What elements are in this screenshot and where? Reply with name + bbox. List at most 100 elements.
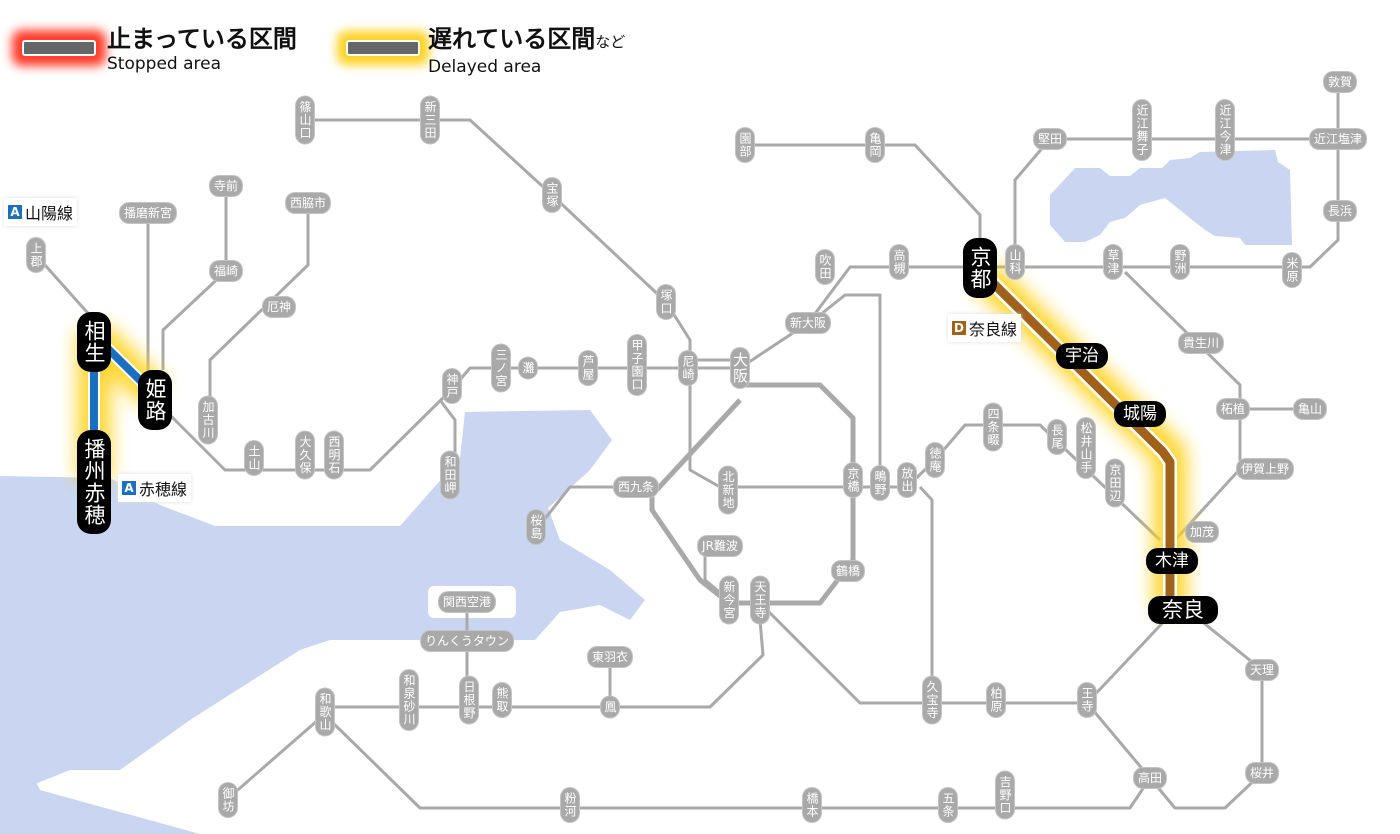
station-normal[interactable]: 近江今津 <box>1216 100 1234 160</box>
station-affected[interactable]: 木津 <box>1146 548 1198 574</box>
station-normal[interactable]: 新大阪 <box>785 313 831 333</box>
station-normal[interactable]: 御坊 <box>219 783 237 817</box>
station-normal[interactable]: 橋本 <box>803 788 821 822</box>
line-name: 赤穂線 <box>139 480 188 499</box>
station-normal[interactable]: 久宝寺 <box>923 676 941 724</box>
lake-biwa <box>1050 150 1292 245</box>
station-normal[interactable]: 四条畷 <box>984 403 1002 451</box>
station-normal[interactable]: 粉河 <box>561 788 579 822</box>
station-normal[interactable]: 近江塩津 <box>1309 129 1367 149</box>
line-name: 奈良線 <box>969 320 1018 339</box>
station-normal[interactable]: 野洲 <box>1171 245 1189 279</box>
station-normal[interactable]: 加古川 <box>199 396 217 444</box>
station-normal[interactable]: 伊賀上野 <box>1236 459 1294 479</box>
station-normal[interactable]: 王寺 <box>1078 683 1096 717</box>
station-normal[interactable]: 福崎 <box>209 261 243 281</box>
station-normal[interactable]: 長尾 <box>1048 420 1066 454</box>
station-normal[interactable]: 鶴橋 <box>831 561 865 581</box>
station-normal[interactable]: 鴫野 <box>871 466 889 500</box>
line-letter-icon: A <box>8 205 22 219</box>
station-normal[interactable]: 近江舞子 <box>1133 100 1151 160</box>
station-normal[interactable]: 宝塚 <box>543 178 561 212</box>
station-normal[interactable]: 土山 <box>245 441 263 475</box>
osaka-bay <box>0 410 645 800</box>
station-affected[interactable]: 相生 <box>77 312 111 372</box>
station-normal[interactable]: 京田辺 <box>1106 459 1124 507</box>
station-normal[interactable]: 高田 <box>1133 768 1167 788</box>
station-normal[interactable]: 柘植 <box>1216 399 1250 419</box>
station-normal[interactable]: 大久保 <box>296 431 314 479</box>
station-normal[interactable]: 西明石 <box>325 431 343 479</box>
station-normal[interactable]: 放出 <box>898 463 916 497</box>
station-normal[interactable]: 寺前 <box>209 176 243 196</box>
stopped-label: 止まっている区間 <box>107 25 297 53</box>
station-normal[interactable]: 西脇市 <box>285 193 331 213</box>
station-normal[interactable]: JR難波 <box>698 536 742 556</box>
station-normal[interactable]: 柏原 <box>987 683 1005 717</box>
station-normal[interactable]: 草津 <box>1104 245 1122 279</box>
station-normal[interactable]: 松井山手 <box>1077 418 1095 478</box>
station-normal[interactable]: 新三田 <box>421 96 439 144</box>
station-normal[interactable]: 亀岡 <box>866 128 884 162</box>
station-normal[interactable]: 徳庵 <box>926 443 944 477</box>
station-affected[interactable]: 奈良 <box>1148 596 1218 624</box>
station-normal[interactable]: 三ノ宮 <box>492 344 510 392</box>
station-normal[interactable]: 山科 <box>1006 245 1024 279</box>
station-normal[interactable]: 和泉砂川 <box>400 670 418 730</box>
station-normal[interactable]: 京橋 <box>844 463 862 497</box>
station-affected[interactable]: 播州赤穂 <box>77 430 111 534</box>
station-normal[interactable]: 加茂 <box>1185 522 1219 542</box>
station-normal[interactable]: 敦賀 <box>1323 72 1357 92</box>
station-normal[interactable]: 天理 <box>1245 660 1279 680</box>
delayed-suffix: など <box>595 33 626 51</box>
station-normal[interactable]: 鳳 <box>601 696 619 718</box>
stopped-legend-text: 止まっている区間 Stopped area <box>107 24 297 74</box>
station-normal[interactable]: 新今宮 <box>720 576 738 624</box>
station-normal[interactable]: 東羽衣 <box>587 647 633 667</box>
station-normal[interactable]: 長浜 <box>1323 201 1357 221</box>
station-normal[interactable]: 厄神 <box>262 297 296 317</box>
station-normal[interactable]: 高槻 <box>890 245 908 279</box>
station-normal[interactable]: 神戸 <box>443 369 461 403</box>
station-normal[interactable]: 桜井 <box>1245 763 1279 783</box>
station-normal[interactable]: 貴生川 <box>1178 333 1224 353</box>
station-normal[interactable]: 和田岬 <box>441 451 459 499</box>
station-normal[interactable]: 灘 <box>519 357 537 379</box>
station-normal[interactable]: 天王寺 <box>751 576 769 624</box>
station-normal[interactable]: 園部 <box>736 128 754 162</box>
station-normal[interactable]: 亀山 <box>1293 399 1327 419</box>
station-affected[interactable]: 姫路 <box>138 370 172 430</box>
station-normal[interactable]: 大阪 <box>731 348 749 388</box>
station-normal[interactable]: りんくうタウン <box>421 631 513 651</box>
station-affected[interactable]: 京都 <box>963 238 997 298</box>
stopped-label-en: Stopped area <box>107 54 222 74</box>
station-normal[interactable]: 吉野口 <box>996 771 1014 819</box>
station-normal[interactable]: 桜島 <box>527 510 545 544</box>
station-normal[interactable]: 上郡 <box>27 238 45 272</box>
station-normal[interactable]: 関西空港 <box>438 592 496 612</box>
station-affected[interactable]: 城陽 <box>1114 401 1166 427</box>
station-normal[interactable]: 芦屋 <box>579 351 597 385</box>
station-normal[interactable]: 塚口 <box>657 285 675 319</box>
station-normal[interactable]: 北新地 <box>719 466 737 514</box>
station-affected[interactable]: 宇治 <box>1056 343 1108 369</box>
water <box>0 150 1292 834</box>
line-letter-icon: A <box>122 481 136 495</box>
line-badge-nara[interactable]: D 奈良線 <box>948 314 1022 342</box>
station-normal[interactable]: 播磨新宮 <box>119 203 177 223</box>
station-normal[interactable]: 日根野 <box>460 676 478 724</box>
line-badge-sanyo[interactable]: A 山陽線 <box>4 198 78 226</box>
station-normal[interactable]: 西九条 <box>613 477 659 497</box>
line-name: 山陽線 <box>25 204 74 223</box>
station-normal[interactable]: 和歌山 <box>316 688 334 736</box>
station-normal[interactable]: 甲子園口 <box>628 335 646 395</box>
line-badge-ako[interactable]: A 赤穂線 <box>118 474 192 502</box>
station-normal[interactable]: 米原 <box>1283 253 1301 287</box>
station-normal[interactable]: 堅田 <box>1033 129 1067 149</box>
station-normal[interactable]: 尼崎 <box>679 351 697 385</box>
station-normal[interactable]: 五条 <box>939 788 957 822</box>
station-normal[interactable]: 篠山口 <box>296 96 314 144</box>
station-normal[interactable]: 吹田 <box>816 250 834 284</box>
station-normal[interactable]: 熊取 <box>493 683 511 717</box>
